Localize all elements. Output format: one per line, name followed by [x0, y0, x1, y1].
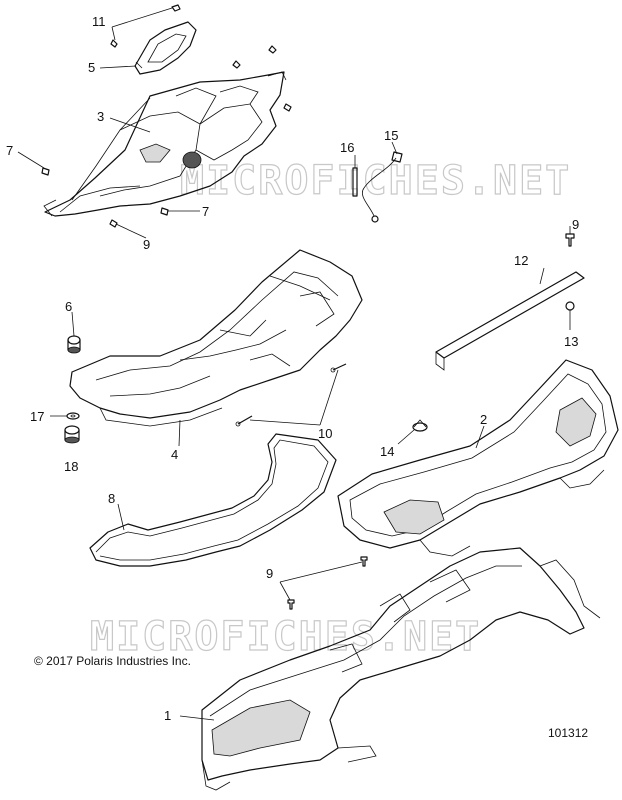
- part-17-washer: [66, 412, 80, 420]
- callout-10: 10: [318, 426, 332, 441]
- callout-5: 5: [88, 60, 95, 75]
- callout-11: 11: [92, 14, 106, 29]
- drawing-number: 101312: [548, 726, 589, 740]
- part-12-bar: [435, 271, 585, 371]
- callouts: 11 5 3 7 7 9 16 15 9 12 13 6 17 18 4 10 …: [6, 14, 579, 723]
- callout-9-top: 9: [143, 237, 150, 252]
- callout-12: 12: [514, 253, 528, 268]
- callout-9-right: 9: [572, 217, 579, 232]
- part-14-clip: [412, 419, 428, 432]
- callout-18: 18: [64, 459, 78, 474]
- callout-1: 1: [164, 708, 171, 723]
- callout-17: 17: [30, 409, 44, 424]
- part-8-seal: [89, 433, 337, 567]
- leader-lines: [17, 7, 571, 721]
- part-2-storage-tray: [337, 359, 619, 557]
- callout-2: 2: [480, 412, 487, 427]
- callout-4: 4: [171, 447, 178, 462]
- callout-13: 13: [564, 334, 578, 349]
- callout-9-lower: 9: [266, 566, 273, 581]
- part-13-nut: [565, 301, 575, 311]
- callout-7-left: 7: [6, 143, 13, 158]
- callout-7-right: 7: [202, 204, 209, 219]
- callout-6: 6: [65, 299, 72, 314]
- callout-8: 8: [108, 491, 115, 506]
- part-11-screw: [110, 4, 181, 48]
- part-15-cable: [362, 151, 403, 223]
- part-1-front-body: [201, 547, 601, 791]
- part-5-bezel: [134, 21, 197, 75]
- part-9-screw-right: [565, 233, 575, 247]
- copyright-notice: © 2017 Polaris Industries Inc.: [34, 654, 191, 668]
- part-4-skid-plate: [69, 249, 363, 427]
- part-6-grommet: [67, 335, 81, 354]
- callout-3: 3: [97, 109, 104, 124]
- callout-15: 15: [384, 128, 398, 143]
- part-9-screw-lower: [287, 556, 368, 610]
- part-10-rod: [235, 363, 347, 427]
- part-7-screw: [41, 45, 292, 228]
- part-18-mount: [64, 425, 80, 444]
- callout-14: 14: [380, 444, 394, 459]
- callout-16: 16: [340, 140, 354, 155]
- watermark-bottom: MICROFICHES.NET: [90, 614, 481, 660]
- watermark-top: MICROFICHES.NET: [180, 158, 571, 204]
- part-3-hood: [43, 71, 287, 217]
